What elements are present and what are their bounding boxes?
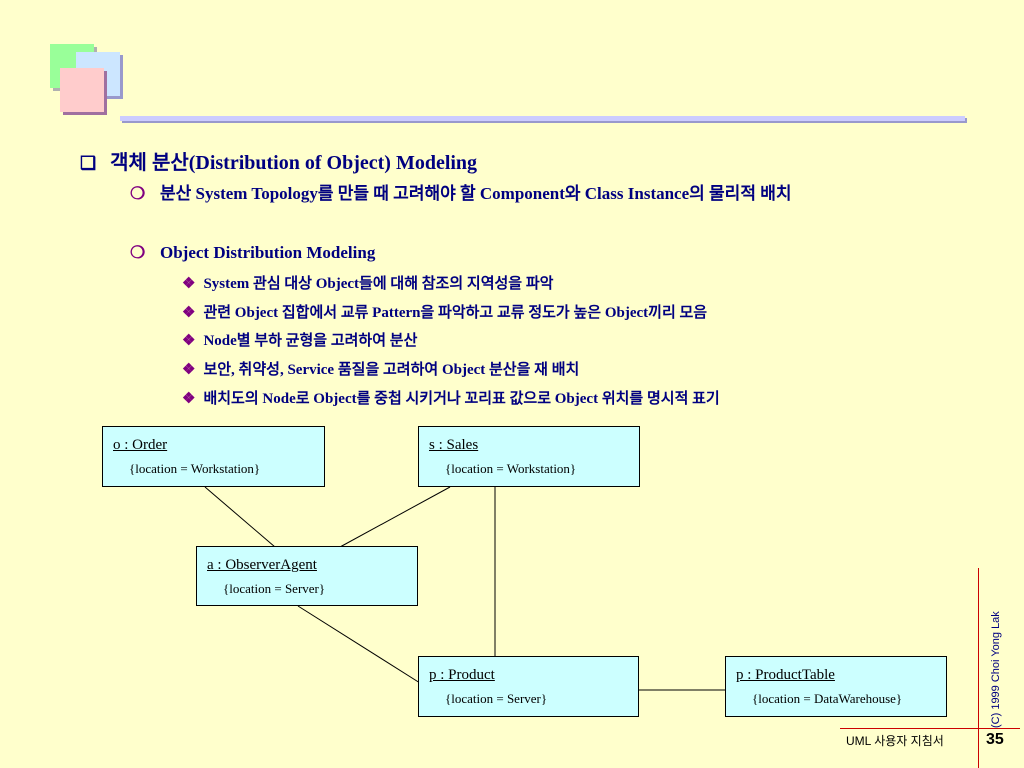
sub-bullet-4: ❖보안, 취약성, Service 품질을 고려하여 Object 분산을 재 … (182, 362, 580, 378)
page-number: 35 (986, 731, 1004, 748)
object-name: p : ProductTable (736, 667, 835, 683)
object-name: a : ObserverAgent (207, 557, 317, 573)
sub-bullet-1: ❖System 관심 대상 Object들에 대해 참조의 지역성을 파악 (182, 276, 554, 292)
sub-bullet-5: ❖배치도의 Node로 Object를 중첩 시키거나 꼬리표 값으로 Obje… (182, 391, 720, 407)
object-location: {location = DataWarehouse} (752, 691, 903, 706)
bullet-topology: ❍분산 System Topology를 만들 때 고려해야 할 Compone… (130, 184, 792, 203)
sub-bullet-3: ❖Node별 부하 균형을 고려하여 분산 (182, 333, 418, 349)
link-order-agent (204, 486, 276, 548)
sub-bullet-2: ❖관련 Object 집합에서 교류 Pattern을 파악하고 교류 정도가 … (182, 305, 708, 321)
object-product: p : Product {location = Server} (418, 656, 639, 717)
footer-divider-horizontal (840, 728, 1020, 729)
object-sales: s : Sales {location = Workstation} (418, 426, 640, 487)
link-agent-product (297, 605, 421, 684)
circle-bullet-icon: ❍ (130, 184, 146, 203)
object-observer-agent: a : ObserverAgent {location = Server} (196, 546, 418, 606)
link-sales-agent (339, 486, 451, 548)
diamond-bullet-icon: ❖ (182, 276, 196, 292)
circle-bullet-icon: ❍ (130, 243, 146, 262)
object-location: {location = Workstation} (445, 461, 577, 476)
object-name: p : Product (429, 667, 495, 683)
title-rule (120, 116, 965, 121)
decor-square-pink (60, 68, 104, 112)
diamond-bullet-icon: ❖ (182, 391, 196, 407)
object-name: o : Order (113, 437, 168, 453)
bullet-distribution-modeling: ❍Object Distribution Modeling (130, 243, 376, 262)
object-location: {location = Server} (223, 581, 326, 596)
copyright-text: (C) 1999 Choi Yong Lak (990, 611, 1002, 728)
diamond-bullet-icon: ❖ (182, 333, 196, 349)
object-order: o : Order {location = Workstation} (102, 426, 325, 487)
object-location: {location = Workstation} (129, 461, 261, 476)
main-heading: ❑객체 분산(Distribution of Object) Modeling (80, 152, 478, 174)
object-product-table: p : ProductTable {location = DataWarehou… (725, 656, 947, 717)
course-title: UML 사용자 지침서 (846, 734, 944, 748)
diamond-bullet-icon: ❖ (182, 305, 196, 321)
diamond-bullet-icon: ❖ (182, 362, 196, 378)
object-name: s : Sales (429, 437, 479, 453)
object-location: {location = Server} (445, 691, 548, 706)
checkbox-bullet-icon: ❑ (80, 153, 97, 173)
footer-divider-vertical (978, 568, 979, 768)
